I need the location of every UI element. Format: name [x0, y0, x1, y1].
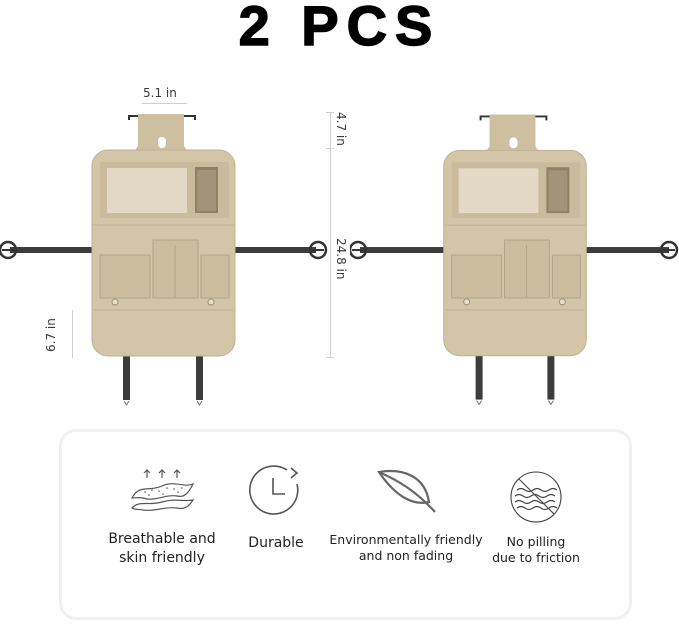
feature-no-pilling: No pilling due to friction	[486, 470, 586, 566]
dimension-tick-bottom	[326, 357, 334, 358]
feature-label-line1: Environmentally friendly	[329, 532, 483, 547]
dimension-width-label: 5.1 in	[143, 86, 177, 100]
feature-label-line1: No pilling	[506, 534, 566, 549]
dimension-tick-top	[326, 112, 334, 113]
feature-label-line1: Breathable and	[108, 531, 216, 547]
dimension-tick-hook	[326, 148, 334, 149]
feature-label-line2: due to friction	[492, 550, 580, 565]
features-panel: Breathable and skin friendly Durable Env…	[62, 432, 629, 617]
feature-label-line1: Durable	[248, 535, 304, 551]
dimension-total-height-label: 24.8 in	[334, 238, 348, 280]
feature-durable: Durable	[234, 462, 318, 553]
dimension-hook-height-label: 4.7 in	[334, 112, 348, 146]
leaf-icon	[377, 470, 436, 513]
seat-organizer-right	[350, 114, 679, 406]
dimension-width-line	[142, 103, 187, 104]
seat-organizer-left	[0, 114, 328, 406]
feature-label-line2: and non fading	[358, 548, 454, 563]
feature-label-line2: skin friendly	[119, 550, 205, 566]
clock-refresh-icon	[248, 465, 299, 515]
breathable-layers-icon	[131, 469, 195, 512]
dimension-total-height-line	[330, 112, 331, 358]
page-title: 2 PCS	[238, 0, 441, 57]
no-pilling-icon	[510, 471, 562, 523]
feature-eco: Environmentally friendly and non fading	[328, 466, 484, 564]
dimension-pocket-height-line	[72, 310, 73, 358]
feature-breathable: Breathable and skin friendly	[102, 466, 222, 568]
